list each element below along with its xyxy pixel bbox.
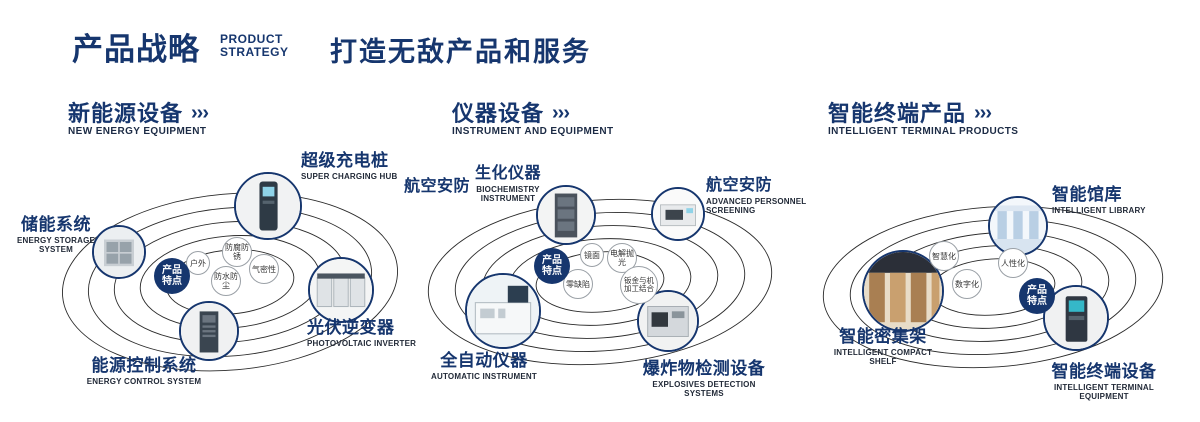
charging-hub-photo — [236, 174, 300, 238]
orbit-rings-instrument — [427, 198, 773, 366]
page-title: 产品战略 — [72, 32, 200, 67]
label-photovoltaic-inverter: 光伏逆变器 PHOTOVOLTAIC INVERTER — [307, 318, 417, 348]
intelligent-terminal-photo — [1045, 287, 1107, 349]
node-energy-control — [179, 301, 239, 361]
node-biochemistry-instrument — [536, 185, 596, 245]
node-photovoltaic-inverter — [308, 257, 374, 323]
triple-arrow-icon: ››› — [191, 102, 209, 124]
personnel-screening-photo — [653, 189, 703, 239]
tagline: 打造无敌产品和服务 — [330, 37, 591, 67]
tag-humanized: 人性化 — [998, 248, 1028, 278]
tag-sheetmetal-machining: 钣金与机加工结合 — [620, 266, 658, 304]
section-title-intelligent-terminal: 智能终端产品 ››› — [828, 101, 992, 126]
feature-chip-intelligent-terminal: 产品特点 — [1019, 278, 1055, 314]
node-energy-storage — [92, 225, 146, 279]
section-title-instrument: 仪器设备 ››› — [452, 101, 570, 126]
node-intelligent-library — [988, 196, 1048, 256]
section-subtitle-instrument: INSTRUMENT AND EQUIPMENT — [452, 126, 614, 137]
label-intelligent-compact-shelf: 智能密集架 INTELLIGENT COMPACT SHELF — [833, 327, 933, 366]
energy-control-photo — [181, 303, 237, 359]
tag-smart: 智慧化 — [929, 241, 959, 271]
label-aviation-security: 航空安防 — [404, 178, 471, 195]
node-intelligent-terminal — [1043, 285, 1109, 351]
tag-outdoor: 户外 — [186, 251, 210, 275]
automatic-instrument-photo — [467, 275, 539, 347]
triple-arrow-icon: ››› — [974, 102, 992, 124]
biochemistry-instrument-photo — [538, 187, 594, 243]
explosives-detection-photo — [639, 292, 697, 350]
intelligent-library-photo — [990, 198, 1046, 254]
intelligent-compact-shelf-photo — [864, 252, 942, 330]
label-personnel-screening: 航空安防 ADVANCED PERSONNEL SCREENING — [706, 177, 807, 215]
label-energy-storage: 储能系统 ENERGY STORAGE SYSTEM — [16, 215, 96, 254]
node-explosives-detection — [637, 290, 699, 352]
label-intelligent-terminal: 智能终端设备 INTELLIGENT TERMINAL EQUIPMENT — [1051, 362, 1157, 401]
section-subtitle-intelligent-terminal: INTELLIGENT TERMINAL PRODUCTS — [828, 126, 1019, 137]
triple-arrow-icon: ››› — [552, 102, 570, 124]
subtitle-line1: PRODUCT — [220, 32, 283, 46]
label-intelligent-library: 智能馆库 INTELLIGENT LIBRARY — [1052, 185, 1146, 215]
tag-waterproof: 防水防尘 — [211, 266, 241, 296]
energy-storage-photo — [94, 227, 144, 277]
tag-anticorrosion: 防腐防锈 — [222, 237, 252, 267]
node-personnel-screening — [651, 187, 705, 241]
feature-chip-new-energy: 产品特点 — [154, 258, 190, 294]
label-energy-control: 能源控制系统 ENERGY CONTROL SYSTEM — [86, 356, 202, 386]
feature-chip-instrument: 产品特点 — [534, 248, 570, 284]
label-super-charging-hub: 超级充电桩 SUPER CHARGING HUB — [301, 151, 398, 181]
page-subtitle: PRODUCT STRATEGY — [220, 33, 288, 59]
tag-airtight: 气密性 — [249, 254, 279, 284]
label-biochemistry-instrument: 生化仪器 BIOCHEMISTRY INSTRUMENT — [474, 165, 541, 203]
label-explosives-detection: 爆炸物检测设备 EXPLOSIVES DETECTION SYSTEMS — [642, 359, 766, 398]
section-title-new-energy: 新能源设备 ››› — [68, 101, 209, 126]
section-subtitle-new-energy: NEW ENERGY EQUIPMENT — [68, 126, 207, 137]
pv-inverter-photo — [310, 259, 372, 321]
node-automatic-instrument — [465, 273, 541, 349]
node-super-charging-hub — [234, 172, 302, 240]
tag-mirror-finish: 镜面 — [580, 243, 604, 267]
subtitle-line2: STRATEGY — [220, 45, 289, 59]
label-automatic-instrument: 全自动仪器 AUTOMATIC INSTRUMENT — [431, 351, 537, 381]
node-intelligent-compact-shelf — [862, 250, 944, 332]
tag-digital: 数字化 — [952, 269, 982, 299]
